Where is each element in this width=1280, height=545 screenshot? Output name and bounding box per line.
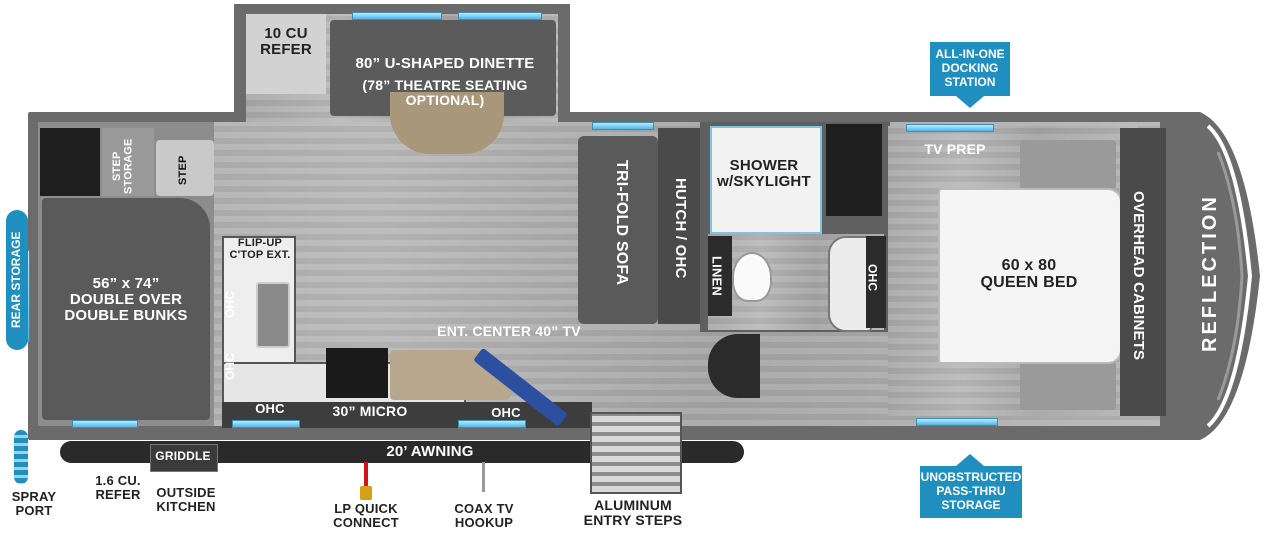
ohc-bottom-mid-label: OHC bbox=[491, 405, 521, 420]
bed-label: 60 x 80 QUEEN BED bbox=[980, 257, 1078, 291]
ohc-left-bottom-label: OHC bbox=[223, 352, 237, 380]
ohc-bath-box bbox=[866, 236, 886, 328]
nightstand-bottom bbox=[1020, 360, 1116, 410]
ohc-bottom-left-label: OHC bbox=[255, 401, 285, 416]
coax-label: COAX TV HOOKUP bbox=[454, 501, 514, 530]
tv-prep-label: TV PREP bbox=[924, 141, 986, 157]
front-cap bbox=[1160, 112, 1260, 440]
overhead-cabinets-label: OVERHEAD CABINETS bbox=[1129, 191, 1147, 361]
step-storage-box bbox=[102, 128, 154, 196]
dinette-label: 80” U-SHAPED DINETTE bbox=[355, 55, 535, 72]
dinette-table bbox=[390, 92, 504, 154]
awning-bar bbox=[60, 441, 744, 463]
linen-cabinet bbox=[708, 236, 732, 316]
steps-label: ALUMINUM ENTRY STEPS bbox=[583, 497, 683, 528]
refer-top-label: 10 CU REFER bbox=[260, 25, 312, 58]
micro-label: 30” MICRO bbox=[332, 403, 408, 419]
bunk-bed bbox=[42, 198, 210, 420]
nightstand-top bbox=[1020, 140, 1116, 190]
ohc-bath-label: OHC bbox=[865, 264, 880, 292]
shower bbox=[710, 126, 822, 234]
flipup-label: FLIP-UP C'TOP EXT. bbox=[229, 237, 291, 261]
spray-hose bbox=[14, 430, 28, 484]
pantry bbox=[826, 124, 882, 216]
passthru-callout: UNOBSTRUCTED PASS-THRU STORAGE bbox=[920, 466, 1022, 518]
window-1 bbox=[352, 12, 442, 20]
shower-label: SHOWER w/SKYLIGHT bbox=[717, 157, 811, 190]
spray-port-label: SPRAY PORT bbox=[11, 489, 57, 518]
lp-label: LP QUICK CONNECT bbox=[333, 501, 399, 530]
bunks-label: 56” x 74” DOUBLE OVER DOUBLE BUNKS bbox=[64, 275, 188, 324]
lp-fitting bbox=[360, 486, 372, 500]
queen-bed bbox=[938, 188, 1122, 364]
coax-line bbox=[482, 462, 485, 492]
window-6 bbox=[232, 420, 300, 428]
step-label: STEP bbox=[177, 155, 189, 185]
window-5 bbox=[72, 420, 138, 428]
linen-label: LINEN bbox=[709, 256, 725, 296]
window-2 bbox=[458, 12, 542, 20]
lp-line bbox=[364, 462, 368, 492]
hutch-label: HUTCH / OHC bbox=[671, 177, 689, 279]
sofa bbox=[578, 136, 658, 324]
overhead-cabinet-strip bbox=[1120, 128, 1166, 416]
docking-arrow bbox=[956, 96, 984, 108]
docking-callout: ALL-IN-ONE DOCKING STATION bbox=[930, 42, 1010, 96]
griddle-box bbox=[150, 444, 218, 472]
entry-steps bbox=[590, 412, 682, 494]
refer-box bbox=[246, 14, 326, 94]
bunk-shelf bbox=[40, 128, 100, 196]
refer-label: 1.6 CU. REFER bbox=[95, 473, 141, 502]
toilet bbox=[732, 252, 772, 302]
wardrobe-door bbox=[708, 334, 760, 398]
window-8 bbox=[916, 418, 998, 426]
window-4 bbox=[906, 124, 994, 132]
griddle-label: GRIDDLE bbox=[155, 449, 211, 463]
hutch bbox=[658, 128, 700, 324]
step-storage-label: STEP STORAGE bbox=[111, 138, 135, 194]
stove bbox=[326, 348, 388, 398]
brand-logo: REFLECTION bbox=[1199, 194, 1221, 352]
sink bbox=[256, 282, 290, 348]
window-7 bbox=[458, 420, 526, 428]
outside-kitchen-label: OUTSIDE KITCHEN bbox=[156, 485, 216, 514]
dinette-sub-label: (78” THEATRE SEATING OPTIONAL) bbox=[362, 77, 528, 108]
rear-storage-callout: REAR STORAGE bbox=[6, 210, 28, 350]
window-3 bbox=[592, 122, 654, 130]
step-box bbox=[156, 140, 214, 196]
ent-center-label: ENT. CENTER 40” TV bbox=[437, 323, 581, 339]
passthru-arrow bbox=[956, 454, 984, 466]
sofa-label: TRI-FOLD SOFA bbox=[612, 160, 630, 286]
awning-label: 20’ AWNING bbox=[386, 443, 474, 460]
ohc-left-top-label: OHC bbox=[223, 290, 237, 318]
